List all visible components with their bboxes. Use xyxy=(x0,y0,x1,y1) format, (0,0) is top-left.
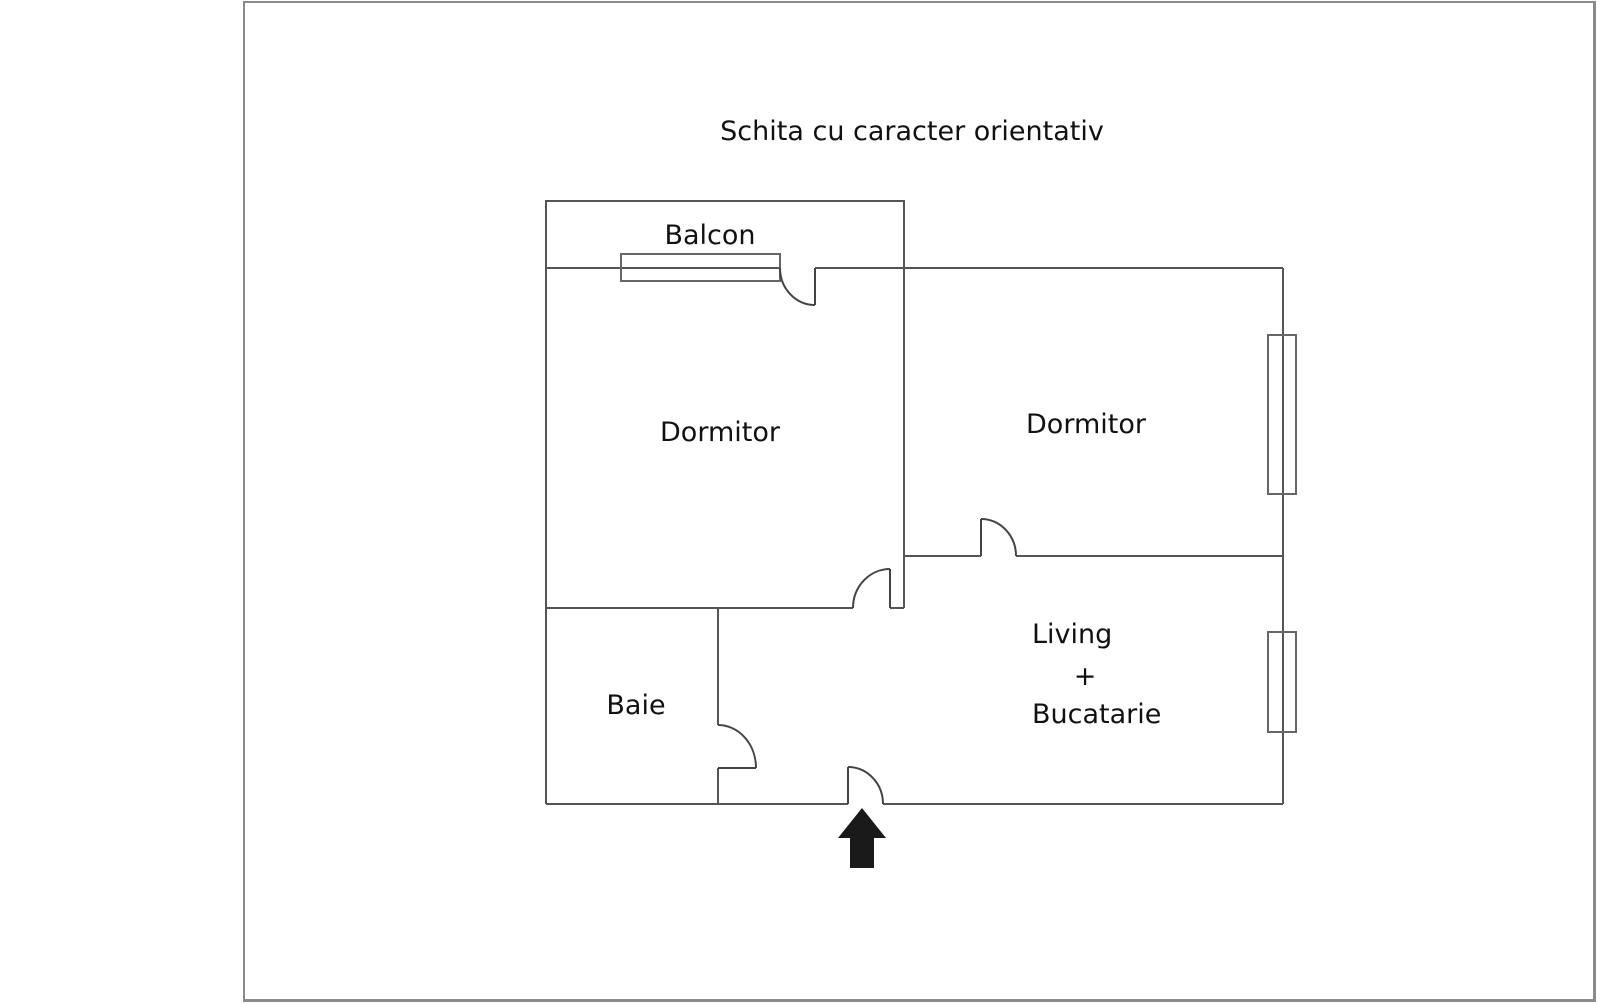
balcony xyxy=(545,200,905,268)
door-entrance xyxy=(847,766,884,805)
balcony-window xyxy=(620,253,781,282)
exterior-walls xyxy=(545,267,1284,805)
room-label-living: Living xyxy=(1032,619,1112,650)
room-label-plus: + xyxy=(1074,661,1097,692)
entrance-arrow-icon xyxy=(838,808,886,868)
door-bathroom xyxy=(717,724,757,769)
room-label-balcon: Balcon xyxy=(664,220,755,251)
bedroom-window xyxy=(1267,334,1297,495)
room-label-dormitor-right: Dormitor xyxy=(1026,409,1147,440)
door-bedroom-left xyxy=(852,568,891,609)
windows xyxy=(620,253,1297,733)
interior-walls xyxy=(546,268,1283,804)
door-bedroom-right xyxy=(980,518,1017,557)
drawing-frame xyxy=(243,1,1596,1002)
living-window xyxy=(1267,631,1297,733)
door-balcony xyxy=(779,267,816,306)
plan-title: Schita cu caracter orientativ xyxy=(720,116,1104,147)
room-label-baie: Baie xyxy=(606,690,665,721)
room-label-dormitor-left: Dormitor xyxy=(660,417,781,448)
doors xyxy=(717,267,1017,805)
room-label-bucatarie: Bucatarie xyxy=(1032,699,1161,730)
